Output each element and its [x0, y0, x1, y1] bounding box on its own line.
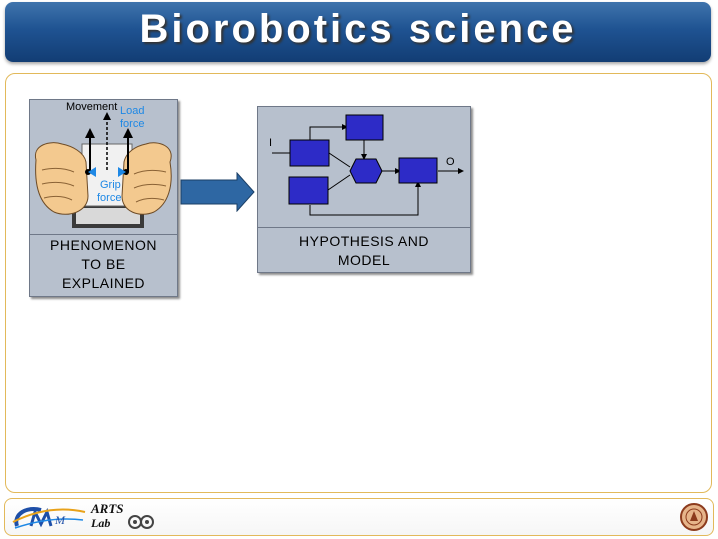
phenomenon-caption-line-1: PHENOMENON — [50, 237, 157, 253]
crim-logo-icon: M — [12, 507, 86, 529]
arts-lab-line-1: ARTS — [91, 501, 124, 516]
model-caption-line-1: HYPOTHESIS AND — [299, 233, 429, 249]
phenomenon-caption-line-2: TO BE — [81, 256, 126, 272]
hand-grip-illustration — [30, 100, 177, 234]
arts-lab-gear-icon — [128, 515, 154, 529]
phenomenon-caption: PHENOMENON TO BE EXPLAINED — [30, 234, 177, 298]
model-caption-line-2: MODEL — [337, 252, 391, 268]
phenomenon-caption-line-3: EXPLAINED — [61, 275, 146, 291]
output-label: O — [446, 156, 455, 168]
grip-force-label-2: force — [97, 192, 122, 204]
phenomenon-box: Movement Load force Grip force PHENOMENO… — [29, 99, 178, 297]
slide-title: Biorobotics science — [139, 7, 577, 51]
diagram-block-lower — [288, 176, 329, 205]
diagram-block-top — [345, 114, 384, 141]
diagram-combiner — [349, 158, 383, 184]
model-caption: HYPOTHESIS AND MODEL — [258, 227, 470, 277]
diagram-block-output — [398, 157, 438, 184]
movement-label: Movement — [66, 101, 118, 113]
load-force-label-1: Load — [120, 105, 145, 117]
block-diagram — [258, 107, 470, 227]
model-box: I O HYPOTHESIS AND MODEL — [257, 106, 471, 273]
grip-force-label-1: Grip — [100, 179, 121, 191]
svg-text:M: M — [54, 513, 66, 527]
footer-bar: M ARTS Lab — [4, 498, 714, 536]
right-arrow-icon — [180, 172, 255, 212]
university-seal-icon — [680, 503, 708, 531]
arts-lab-logo: ARTS Lab — [89, 501, 159, 533]
input-label: I — [269, 137, 273, 149]
arts-lab-line-2: Lab — [91, 516, 111, 530]
load-force-label-2: force — [120, 118, 145, 130]
title-bar: Biorobotics science — [5, 2, 711, 62]
diagram-block-input — [289, 139, 330, 167]
